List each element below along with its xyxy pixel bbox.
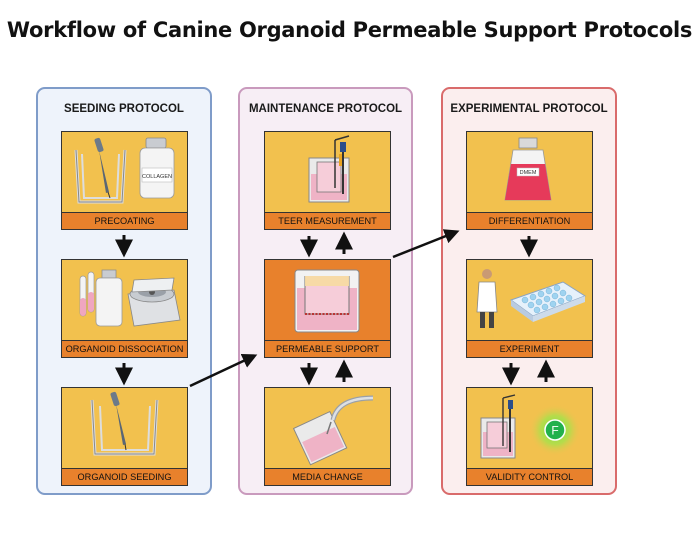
media-flask-icon: DMEM bbox=[504, 137, 552, 201]
seeding-illustration bbox=[90, 391, 159, 456]
step-teer-measurement: TEER MEASUREMENT bbox=[264, 131, 391, 230]
organoid-dissociation-label: ORGANOID DISSOCIATION bbox=[62, 340, 187, 357]
precoating-label: PRECOATING bbox=[62, 212, 187, 229]
centrifuge-icon bbox=[127, 277, 181, 327]
electrode-icon bbox=[334, 135, 350, 194]
step-differentiation: DMEM DIFFERENTIATION bbox=[466, 131, 593, 230]
step-organoid-dissociation: ORGANOID DISSOCIATION bbox=[61, 259, 188, 358]
step-media-change: MEDIA CHANGE bbox=[264, 387, 391, 486]
dissociation-illustration bbox=[79, 269, 181, 327]
pipette-icon bbox=[94, 137, 111, 199]
tubes-icon bbox=[79, 271, 95, 317]
svg-text:COLLAGEN: COLLAGEN bbox=[142, 174, 172, 180]
diagram-title: Workflow of Canine Organoid Permeable Su… bbox=[6, 18, 693, 42]
seeding-protocol-title: SEEDING PROTOCOL bbox=[64, 103, 184, 115]
aspirator-icon bbox=[326, 395, 374, 435]
organoid-seeding-label: ORGANOID SEEDING bbox=[62, 468, 187, 485]
well-plate-icon bbox=[509, 281, 587, 322]
permeable-support-label: PERMEABLE SUPPORT bbox=[265, 340, 390, 357]
step-precoating: COLLAGEN PRECOATING bbox=[61, 131, 188, 230]
experiment-illustration bbox=[476, 269, 587, 328]
differentiation-label: DIFFERENTIATION bbox=[467, 212, 592, 229]
experiment-label: EXPERIMENT bbox=[467, 340, 592, 357]
step-experiment: EXPERIMENT bbox=[466, 259, 593, 358]
experimental-protocol-title: EXPERIMENTAL PROTOCOL bbox=[450, 103, 608, 115]
validity-control-label: VALIDITY CONTROL bbox=[467, 468, 592, 485]
precoating-illustration: COLLAGEN bbox=[74, 137, 175, 204]
media-change-illustration bbox=[292, 395, 374, 466]
maintenance-protocol-title: MAINTENANCE PROTOCOL bbox=[248, 103, 403, 115]
pipette-icon bbox=[110, 391, 127, 451]
step-validity-control: F VALIDITY CONTROL bbox=[466, 387, 593, 486]
step-permeable-support: PERMEABLE SUPPORT bbox=[264, 259, 391, 358]
bottle-icon bbox=[95, 269, 123, 327]
media-change-label: MEDIA CHANGE bbox=[265, 468, 390, 485]
collagen-bottle-icon: COLLAGEN bbox=[139, 137, 175, 199]
electrode-icon bbox=[502, 394, 516, 452]
svg-text:DMEM: DMEM bbox=[520, 170, 537, 176]
teer-illustration bbox=[308, 135, 350, 203]
step-organoid-seeding: ORGANOID SEEDING bbox=[61, 387, 188, 486]
scientist-icon bbox=[476, 269, 498, 328]
differentiation-illustration: DMEM bbox=[504, 137, 552, 201]
svg-text:F: F bbox=[551, 424, 558, 438]
fluorescence-marker-icon: F bbox=[529, 404, 581, 456]
permeable-support-illustration bbox=[294, 269, 360, 333]
teer-measurement-label: TEER MEASUREMENT bbox=[265, 212, 390, 229]
validity-control-illustration: F bbox=[480, 394, 581, 459]
